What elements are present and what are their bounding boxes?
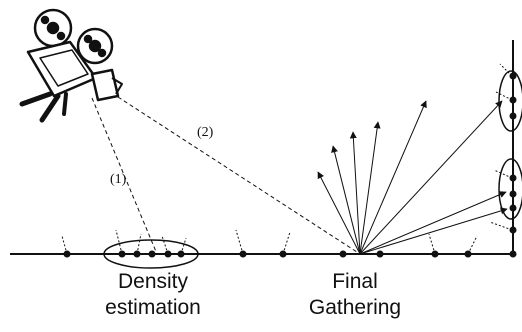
- final-gathering-rays: [317, 100, 508, 255]
- final-caption-line-2: Gathering: [308, 296, 402, 319]
- ray-path-1: [91, 97, 158, 255]
- path-2-label: (2): [197, 125, 214, 140]
- path-1-label: (1): [110, 172, 127, 187]
- floor-photons: [63, 250, 517, 258]
- wall-photons: [509, 72, 517, 234]
- movie-camera-icon: [19, 8, 123, 123]
- final-gathering-caption: Final Gathering: [300, 269, 410, 321]
- photon-normals: [61, 63, 513, 255]
- density-estimation-region: [103, 239, 199, 269]
- density-estimation-caption: Density estimation: [98, 269, 208, 321]
- wall-gather-region-lower: [498, 158, 522, 220]
- ray-path-2: [117, 96, 361, 255]
- density-caption-line-1: Density: [117, 270, 189, 293]
- final-caption-line-1: Final: [332, 270, 378, 293]
- density-caption-line-2: estimation: [105, 296, 201, 319]
